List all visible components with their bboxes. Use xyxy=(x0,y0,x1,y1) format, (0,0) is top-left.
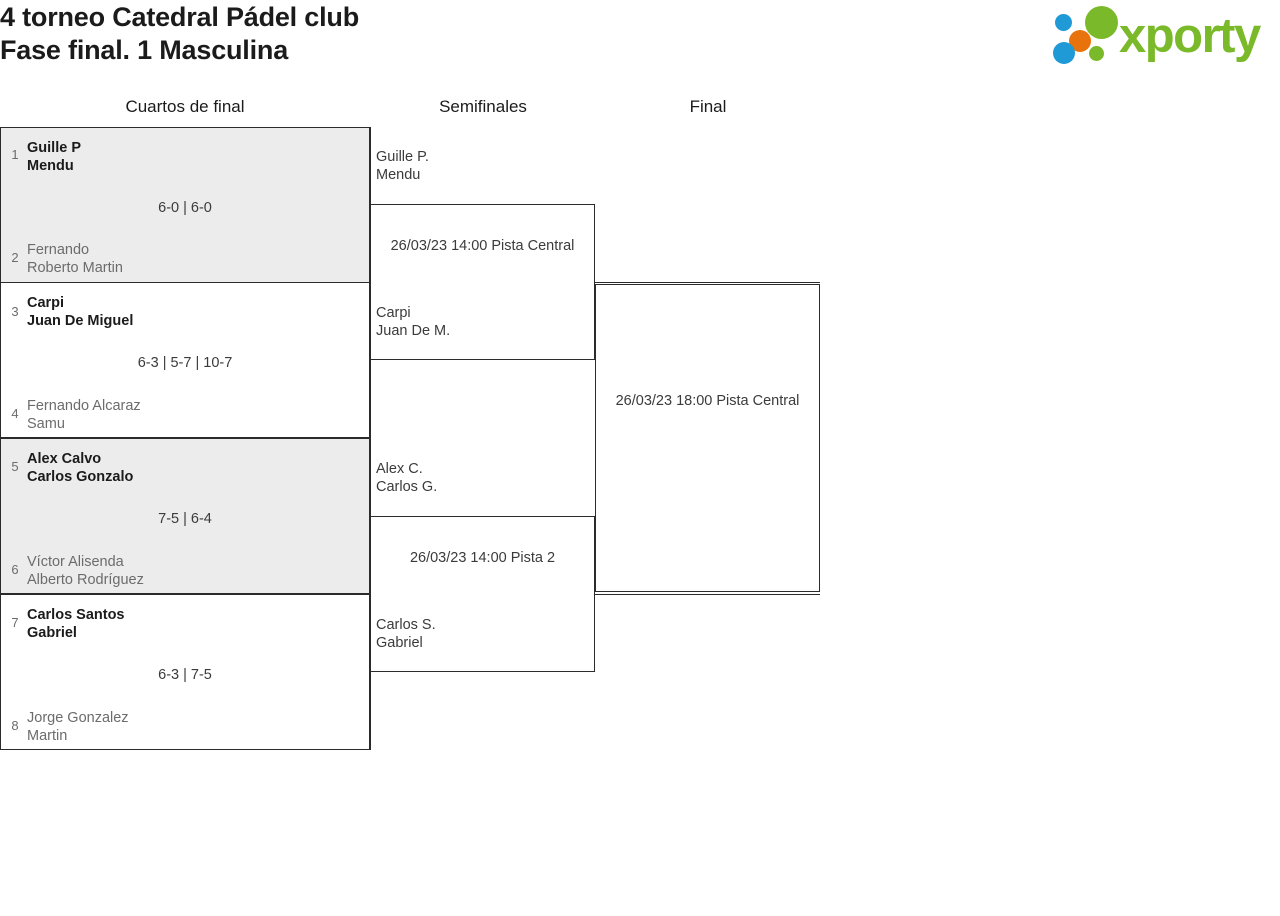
match-quarterfinal-4[interactable]: 7 Carlos Santos Gabriel 6-3 | 7-5 8 Jorg… xyxy=(0,594,370,750)
team-player-2: Juan De M. xyxy=(376,323,451,339)
team-player-1: Carpi xyxy=(27,295,65,311)
semifinal-1-team-top[interactable]: Guille P. Mendu xyxy=(376,148,429,184)
connector-semifinal-1-to-final xyxy=(595,282,820,283)
logo-dot-green-large xyxy=(1085,6,1118,39)
team-player-2: Roberto Martin xyxy=(27,260,123,276)
team-top[interactable]: Carlos Santos Gabriel xyxy=(27,606,361,642)
match-semifinal-2[interactable]: 26/03/23 14:00 Pista 2 xyxy=(370,516,595,672)
semifinal-2-left-rail-lower xyxy=(370,671,371,750)
team-player-1: Víctor Alisenda xyxy=(27,554,124,570)
logo-wordmark: xporty xyxy=(1119,9,1261,63)
team-bottom[interactable]: Fernando Alcaraz Samu xyxy=(27,397,361,433)
seed-number: 3 xyxy=(11,304,19,319)
semifinal-2-team-top[interactable]: Alex C. Carlos G. xyxy=(376,460,437,496)
seed-number: 5 xyxy=(11,459,19,474)
seed-number: 1 xyxy=(11,147,19,162)
team-top[interactable]: Alex Calvo Carlos Gonzalo xyxy=(27,450,361,486)
semifinal-1-left-rail xyxy=(370,127,371,205)
team-player-1: Guille P xyxy=(27,140,81,156)
match-semifinal-1[interactable]: 26/03/23 14:00 Pista Central xyxy=(370,204,595,360)
team-player-2: Carlos Gonzalo xyxy=(27,469,134,485)
round-header-cuartos: Cuartos de final xyxy=(125,97,245,116)
team-player-2: Alberto Rodríguez xyxy=(27,572,144,588)
team-player-1: Carlos Santos xyxy=(27,607,125,623)
logo-dot-orange xyxy=(1069,30,1091,52)
semifinal-1-left-rail-lower xyxy=(370,359,371,438)
xporty-logo[interactable]: xporty xyxy=(1053,4,1275,68)
team-player-1: Fernando xyxy=(27,242,90,258)
match-quarterfinal-3[interactable]: 5 Alex Calvo Carlos Gonzalo 7-5 | 6-4 6 … xyxy=(0,438,370,594)
final-schedule: 26/03/23 18:00 Pista Central xyxy=(615,393,800,409)
team-top[interactable]: Carpi Juan De Miguel xyxy=(27,294,361,330)
team-player-1: Carpi xyxy=(376,305,411,321)
team-player-2: Carlos G. xyxy=(376,479,438,495)
team-bottom[interactable]: Jorge Gonzalez Martin xyxy=(27,709,361,745)
match-quarterfinal-1[interactable]: 1 Guille P Mendu 6-0 | 6-0 2 Fernando Ro… xyxy=(0,127,370,283)
team-player-2: Samu xyxy=(27,416,65,432)
team-bottom[interactable]: Víctor Alisenda Alberto Rodríguez xyxy=(27,553,361,589)
team-player-2: Mendu xyxy=(27,158,74,174)
page-header: 4 torneo Catedral Pádel club Fase final.… xyxy=(0,0,1280,80)
round-header-semifinales: Semifinales xyxy=(439,97,527,116)
team-player-1: Guille P. xyxy=(376,149,429,165)
team-bottom[interactable]: Fernando Roberto Martin xyxy=(27,241,361,277)
logo-dot-blue-bottom xyxy=(1053,42,1075,64)
team-player-2: Gabriel xyxy=(376,635,423,651)
match-schedule: 26/03/23 14:00 Pista Central xyxy=(390,238,575,254)
team-top[interactable]: Guille P Mendu xyxy=(27,139,361,175)
seed-number: 4 xyxy=(11,406,19,421)
team-player-2: Juan De Miguel xyxy=(27,313,134,329)
match-score: 6-3 | 5-7 | 10-7 xyxy=(137,355,233,371)
logo-dot-green-small xyxy=(1089,46,1104,61)
match-final[interactable] xyxy=(595,284,820,592)
seed-number: 2 xyxy=(11,250,19,265)
match-score: 7-5 | 6-4 xyxy=(158,511,212,527)
match-score: 6-0 | 6-0 xyxy=(158,200,212,216)
match-score: 6-3 | 7-5 xyxy=(158,667,212,683)
seed-number: 7 xyxy=(11,615,19,630)
team-player-1: Carlos S. xyxy=(376,617,436,633)
match-schedule: 26/03/23 14:00 Pista 2 xyxy=(409,550,556,566)
team-player-2: Mendu xyxy=(376,167,421,183)
match-quarterfinal-2[interactable]: 3 Carpi Juan De Miguel 6-3 | 5-7 | 10-7 … xyxy=(0,282,370,438)
logo-dot-blue-top xyxy=(1055,14,1072,31)
page-subtitle: Fase final. 1 Masculina xyxy=(0,35,289,65)
semifinal-2-left-rail xyxy=(370,438,371,517)
round-header-final: Final xyxy=(689,97,727,116)
team-player-1: Jorge Gonzalez xyxy=(27,710,129,726)
seed-number: 8 xyxy=(11,718,19,733)
semifinal-2-team-bottom[interactable]: Carlos S. Gabriel xyxy=(376,616,436,652)
page-title: 4 torneo Catedral Pádel club xyxy=(0,2,359,32)
team-player-1: Fernando Alcaraz xyxy=(27,398,141,414)
semifinal-1-team-bottom[interactable]: Carpi Juan De M. xyxy=(376,304,450,340)
connector-semifinal-2-to-final xyxy=(595,594,820,595)
team-player-2: Martin xyxy=(27,728,68,744)
team-player-1: Alex Calvo xyxy=(27,451,102,467)
team-player-1: Alex C. xyxy=(376,461,423,477)
team-player-2: Gabriel xyxy=(27,625,77,641)
seed-number: 6 xyxy=(11,562,19,577)
